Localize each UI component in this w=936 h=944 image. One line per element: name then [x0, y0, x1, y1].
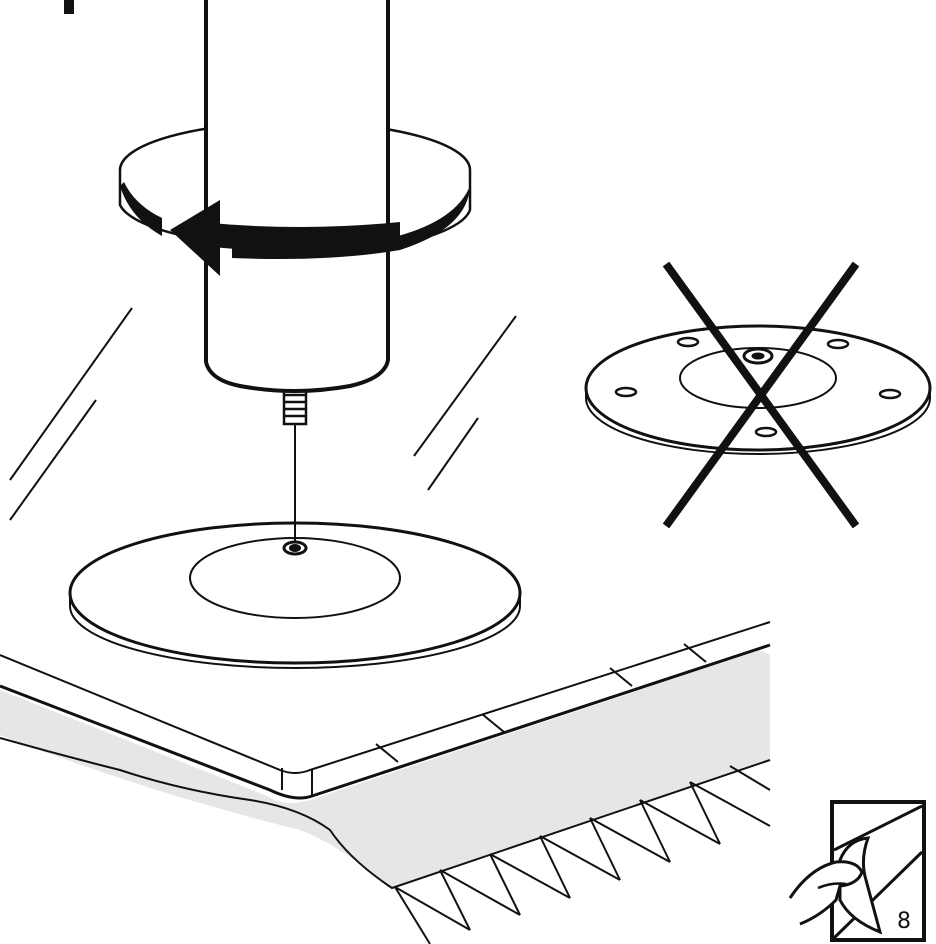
step-marker-fragment [64, 0, 74, 14]
motion-lines [9, 307, 517, 521]
page-number: 8 [897, 909, 911, 934]
incorrect-flat-plate [584, 324, 932, 455]
floor-surface [0, 621, 771, 890]
table-leg [204, 0, 390, 393]
disc-foot [68, 521, 522, 669]
carpet-fringe [394, 765, 771, 944]
turn-page-icon: 8 [788, 800, 926, 942]
rotate-arrow-icon [118, 170, 472, 276]
prohibited-cross-icon [662, 261, 860, 529]
threaded-bolt [282, 386, 308, 426]
